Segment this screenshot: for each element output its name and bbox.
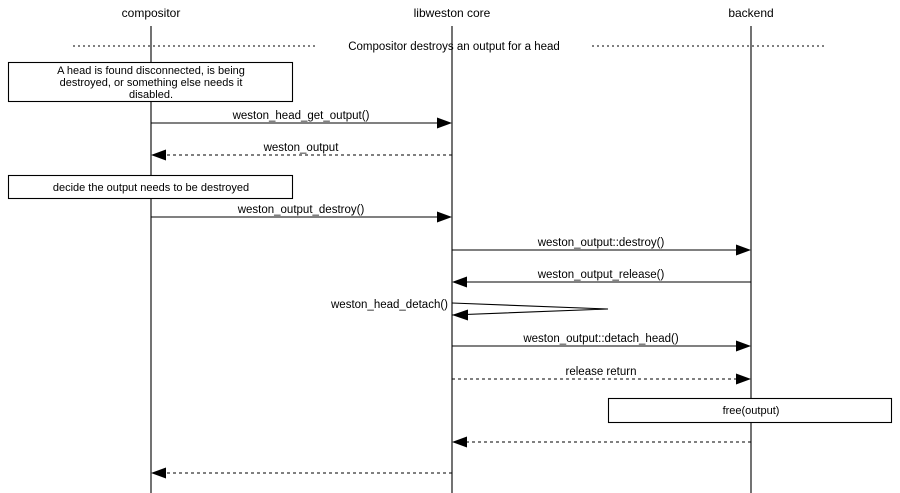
message-weston-head-get-output: weston_head_get_output() xyxy=(151,110,452,129)
message-weston-output-destroy-call: weston_output_destroy() xyxy=(151,204,452,223)
section-divider: Compositor destroys an output for a head xyxy=(73,41,826,53)
message-weston-output-detach-head: weston_output::detach_head() xyxy=(452,333,751,352)
message-core-return xyxy=(151,467,452,479)
arrowhead-m3 xyxy=(437,211,452,223)
message-label-m8: release return xyxy=(566,366,637,378)
note-free-output-line-1: free(output) xyxy=(723,405,780,417)
divider-label: Compositor destroys an output for a head xyxy=(348,41,560,53)
participant-libweston-core[interactable]: libweston core xyxy=(414,6,491,493)
message-label-m4: weston_output::destroy() xyxy=(537,237,665,249)
note-free-output-box xyxy=(607,397,893,424)
arrowhead-m5 xyxy=(452,276,467,288)
note-head-disconnected-line-3: disabled. xyxy=(129,89,173,101)
note-head-disconnected-line-2: destroyed, or something else needs it xyxy=(60,77,243,89)
note-free-output: free(output) xyxy=(607,397,893,424)
participant-label-compositor: compositor xyxy=(122,6,181,20)
note-decide-destroy-box xyxy=(7,174,294,200)
message-weston-output-release: weston_output_release() xyxy=(452,269,751,288)
message-weston-head-detach-self: weston_head_detach() xyxy=(330,299,609,321)
message-label-m5: weston_output_release() xyxy=(537,269,665,281)
arrowhead-m9 xyxy=(452,436,467,448)
message-weston-output-destroy-vfunc: weston_output::destroy() xyxy=(452,237,751,256)
message-line-m6 xyxy=(451,302,609,316)
note-decide-destroy: decide the output needs to be destroyed xyxy=(7,174,294,200)
participant-label-backend: backend xyxy=(728,6,773,20)
note-head-disconnected-box xyxy=(7,61,294,103)
arrowhead-m8 xyxy=(736,373,751,385)
arrowhead-m10 xyxy=(151,467,166,479)
message-label-m2: weston_output xyxy=(263,142,340,154)
message-weston-output-return: weston_output xyxy=(151,142,452,161)
message-label-m3: weston_output_destroy() xyxy=(237,204,365,216)
arrowhead-m6 xyxy=(452,309,468,321)
note-head-disconnected-line-1: A head is found disconnected, is being xyxy=(57,65,245,77)
message-label-m1: weston_head_get_output() xyxy=(232,110,370,122)
participant-compositor[interactable]: compositor xyxy=(122,6,181,493)
message-label-m6: weston_head_detach() xyxy=(330,299,448,311)
note-head-disconnected: A head is found disconnected, is being d… xyxy=(7,61,294,103)
arrowhead-m2 xyxy=(151,149,166,161)
message-label-m7: weston_output::detach_head() xyxy=(522,333,679,345)
participant-label-libweston-core: libweston core xyxy=(414,6,491,20)
arrowhead-m4 xyxy=(736,244,751,256)
arrowhead-m1 xyxy=(437,117,452,129)
arrowhead-m7 xyxy=(736,340,751,352)
message-release-return: release return xyxy=(452,366,751,385)
note-decide-destroy-line-1: decide the output needs to be destroyed xyxy=(53,182,249,194)
message-backend-return xyxy=(452,436,751,448)
